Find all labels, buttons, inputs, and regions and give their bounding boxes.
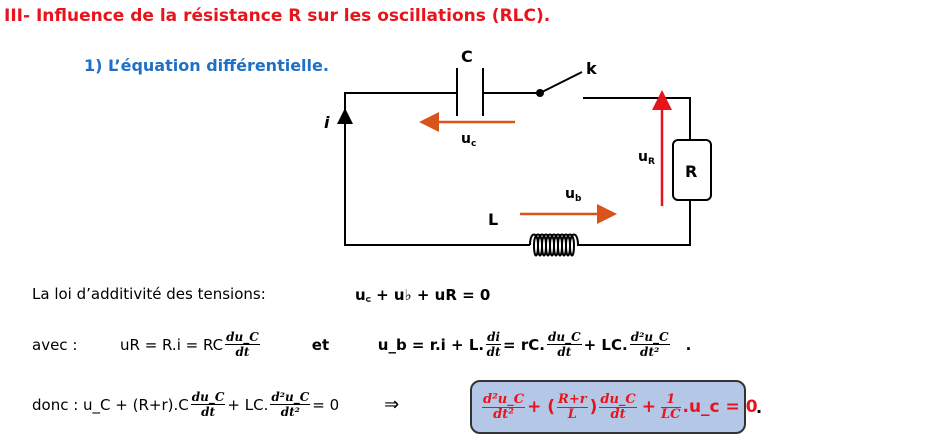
ub-label: u: [565, 186, 575, 202]
ub-sub: b: [575, 194, 582, 204]
wire: [344, 92, 530, 246]
period: .: [685, 335, 692, 354]
additivity-label: La loi d’additivité des tensions:: [32, 285, 266, 303]
denominator: dt: [610, 406, 626, 422]
ub-equation: u_b = r.i + L.: [377, 335, 485, 354]
ur-equation: uR = R.i = RC: [120, 335, 224, 354]
donc-equation: donc : u_C + (R+r).C: [32, 395, 189, 414]
uc-label: u: [461, 131, 471, 147]
current-label: i: [324, 113, 330, 132]
denominator: LC: [661, 406, 681, 422]
denominator: dt²: [640, 345, 660, 359]
numerator: di: [486, 330, 502, 345]
coil: [529, 233, 640, 257]
et-label: et: [311, 335, 330, 354]
section-title: III- Influence de la résistance R sur le…: [4, 6, 551, 26]
period: .: [756, 398, 763, 417]
numerator: du_C: [599, 391, 637, 408]
numerator: du_C: [190, 390, 226, 405]
subsection-title: 1) L’équation différentielle.: [84, 56, 329, 75]
denominator: dt²: [493, 406, 514, 422]
svg-text:uR: uR: [638, 149, 655, 167]
result-part: .u_c = 0: [682, 397, 758, 417]
inductor-label: L: [488, 210, 498, 229]
ur-label: u: [638, 149, 648, 165]
additivity-equation: u꜀ + u♭ + uR = 0: [355, 286, 491, 304]
avec-label: avec :: [32, 335, 78, 354]
numerator: d²u_C: [270, 390, 311, 405]
denominator: dt: [557, 345, 572, 359]
denominator: dt: [486, 345, 501, 359]
ur-sub: R: [648, 157, 655, 167]
result-part: + (: [527, 397, 556, 417]
result-part: +: [641, 397, 656, 417]
ub-equation-part: + LC.: [583, 335, 628, 354]
switch: [539, 71, 583, 94]
denominator: L: [567, 406, 577, 422]
capacitor-label: C: [461, 47, 473, 66]
denominator: dt: [235, 345, 250, 359]
numerator: du_C: [225, 330, 260, 345]
numerator: d²u_C: [629, 330, 670, 345]
denominator: dt²: [280, 405, 300, 419]
numerator: du_C: [546, 330, 582, 345]
numerator: d²u_C: [482, 391, 526, 408]
numerator: 1: [661, 392, 681, 408]
result-part: ): [589, 397, 598, 417]
wire: [583, 97, 691, 246]
donc-part: = 0: [312, 395, 340, 414]
capacitor-plates: [456, 68, 484, 116]
denominator: dt: [201, 405, 216, 419]
uc-sub: c: [471, 139, 476, 149]
switch-pivot: [536, 89, 544, 97]
numerator: R+r: [557, 391, 588, 408]
ub-equation-part: = rC.: [503, 335, 545, 354]
svg-text:ub: ub: [565, 186, 582, 204]
resistor: [672, 139, 712, 201]
resistor-label: R: [685, 162, 697, 181]
implies-symbol: ⇒: [384, 394, 400, 415]
switch-label: k: [586, 59, 597, 78]
donc-part: + LC.: [227, 395, 269, 414]
rlc-circuit-diagram: C k i R L uc ub uR: [324, 47, 712, 257]
svg-text:uc: uc: [461, 131, 476, 149]
